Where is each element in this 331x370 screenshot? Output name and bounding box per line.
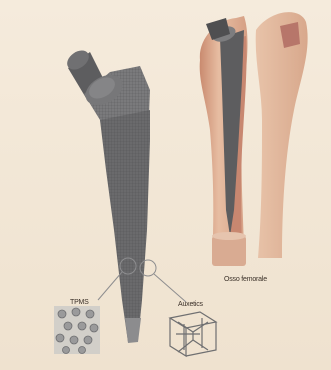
auxetic-label: Auxetics — [178, 301, 203, 308]
bone-label: Osso femorale — [224, 276, 267, 283]
femur-section — [200, 12, 308, 266]
auxetic-lattice — [170, 312, 216, 356]
tpms-lattice — [54, 306, 100, 354]
tpms-label: TPMS — [70, 299, 89, 306]
